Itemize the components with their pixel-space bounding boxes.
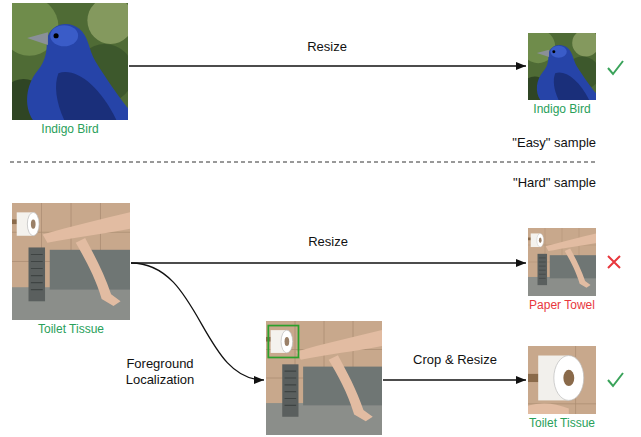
image-node [266, 321, 382, 435]
image-node: Indigo Bird [12, 3, 128, 120]
sample-label: "Hard" sample [513, 175, 596, 191]
edge-label: Crop & Resize [411, 352, 499, 368]
image-node: Paper Towel [528, 228, 596, 296]
arrow-connector [129, 65, 526, 66]
image-node: Toilet Tissue [12, 203, 130, 320]
bathroom-photo [12, 203, 130, 320]
bird-photo-small [521, 30, 599, 104]
image-caption: Paper Towel [529, 298, 595, 312]
edge-label: Resize [305, 39, 349, 55]
roll-image [528, 346, 596, 414]
bathroom-image [528, 228, 596, 296]
bird-image [521, 30, 599, 104]
edge-label: Foreground Localization [112, 356, 208, 388]
foreground-box [268, 326, 298, 358]
bathroom-image [12, 203, 130, 320]
localized-photo [266, 321, 382, 435]
edge-label: Resize [306, 234, 350, 250]
check-mark [608, 373, 623, 386]
cropped-photo [528, 346, 596, 414]
sample-label: "Easy" sample [512, 135, 596, 151]
arrow-connector [383, 379, 526, 380]
divider-line [10, 162, 597, 163]
image-caption: Toilet Tissue [38, 322, 104, 336]
bird-photo [0, 0, 133, 126]
bathroom-image [266, 321, 382, 435]
image-node: Toilet Tissue [528, 346, 596, 414]
check-mark [608, 61, 623, 74]
image-caption: Indigo Bird [41, 122, 98, 136]
image-node: Indigo Bird [528, 33, 596, 100]
cross-mark [608, 256, 620, 268]
bathroom-photo-small [528, 228, 596, 296]
image-caption: Indigo Bird [533, 102, 590, 116]
bird-image [0, 0, 133, 126]
image-caption: Toilet Tissue [529, 416, 595, 430]
arrow-connector [131, 262, 526, 263]
